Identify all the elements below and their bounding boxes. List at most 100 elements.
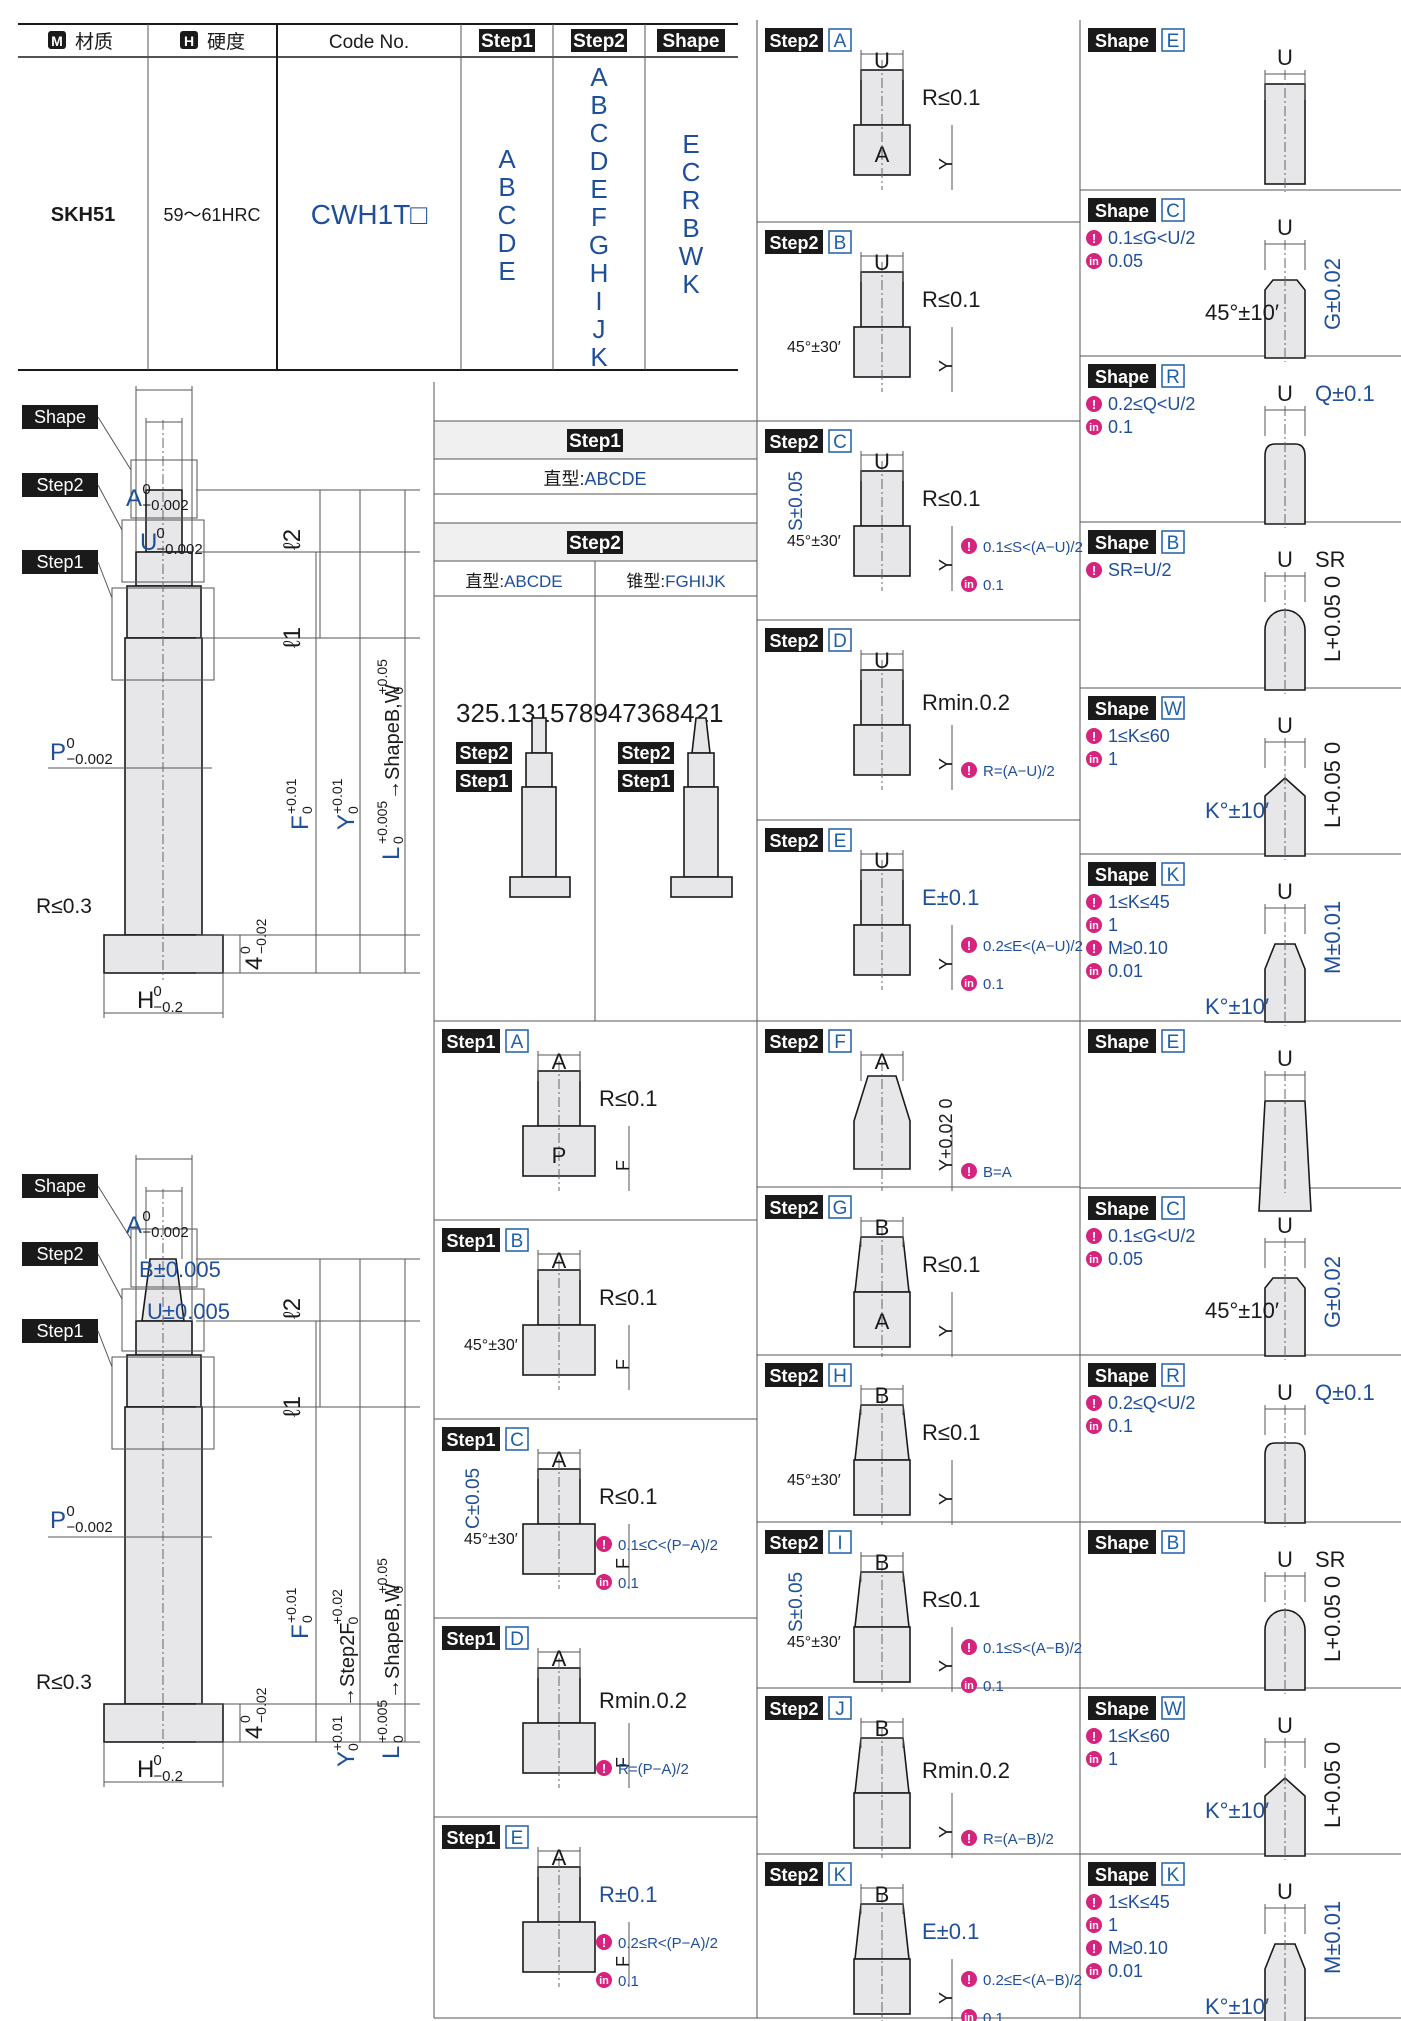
cell-note-text: 0.1 [983,1678,1004,1695]
cell-letter: E [511,1828,524,1849]
cell-label: B [875,1215,890,1240]
part-outline [22,1242,98,1266]
top-U-dim: U [140,529,157,556]
shape-option: C [682,157,701,187]
increment-glyph: in [1089,1254,1099,1266]
caution-icon [596,1760,612,1776]
cell-badge-text: Step1 [446,1828,495,1848]
cell-note-text: R=(A−B)/2 [983,1831,1054,1848]
part-outline [828,828,852,852]
dimension-label: ℓ2 [279,1298,306,1319]
step2-option: A [590,62,608,92]
cell-label: 45°±30′ [464,1337,518,1354]
legend-step2-taper: 锥型:FGHIJK [626,572,726,591]
part-outline [1088,1530,1156,1554]
increment-icon [1086,751,1102,767]
cell-letter: E [1167,1032,1180,1053]
vertical-dimension: ℓ1 [279,1396,306,1417]
part-outline [1088,1862,1156,1886]
line [97,484,123,531]
bottom-P-dim: P [50,1507,66,1534]
straight-pin-illustration [509,717,571,898]
caution-glyph: ! [967,1831,971,1846]
part-outline [765,828,823,852]
part-outline [22,1174,98,1198]
cell-label: M±0.01 [1320,901,1345,974]
top-H-dim: H [137,987,154,1014]
part-outline [505,1626,529,1650]
cell-badge-text: Step2 [769,831,818,851]
cell-note-text: 0.01 [1108,1961,1143,1981]
part-outline [1161,1029,1185,1053]
cell-label: Y [936,758,956,770]
material-value: SKH51 [51,204,115,226]
part-outline [1088,28,1156,52]
cell-label: Rmin.0.2 [599,1688,687,1713]
cell-label: P [552,1143,567,1168]
taper-pin-illustration [670,717,733,898]
increment-glyph: in [1089,754,1099,766]
tolerance-upper: 0 [237,946,253,954]
tolerance-upper: +0.01 [283,778,299,814]
caution-glyph: ! [602,1537,606,1552]
hardness-badge-letter: H [184,33,194,49]
cell-label: L+0.05 0 [1320,742,1345,828]
line [97,561,113,599]
cell-badge-text: Shape [1095,367,1149,387]
cell-label: Y [936,158,956,170]
cell-note-text: R=(A−U)/2 [983,763,1055,780]
cell-label: U [874,48,890,73]
step1-option: E [498,256,515,286]
cell-note-text: 0.2≤E<(A−U)/2 [983,938,1083,955]
cell-label: Y [936,1493,956,1505]
cell-label: U [874,648,890,673]
cell-badge-text: Step2 [769,631,818,651]
cell-badge-text: Step2 [769,1865,818,1885]
cell-label: SR [1315,547,1346,572]
increment-glyph: in [964,579,974,591]
vertical-dimension: ℓ1 [279,627,306,648]
caution-icon [1086,1395,1102,1411]
legend-step2-badge [567,531,623,554]
cell-label: U [1277,1547,1293,1572]
cell-label: 45°±10′ [1205,1298,1279,1323]
tolerance-upper: 0 [153,983,161,1000]
cell-note-text: 1≤K≤45 [1108,892,1170,912]
part-outline [765,628,823,652]
caution-glyph: ! [967,1164,971,1179]
cell-note-text: 1 [1108,749,1118,769]
step2-option: I [595,286,602,316]
caution-glyph: ! [967,938,971,953]
tolerance-lower: −0.002 [66,751,112,768]
line [97,416,132,471]
increment-glyph: in [1089,1920,1099,1932]
cell-label: A [552,1049,567,1074]
increment-icon [961,1677,977,1693]
zone-tag: Shape [34,407,86,427]
step1-option: C [498,200,517,230]
caution-glyph: ! [1092,895,1096,910]
cell-note-text: 0.1 [983,976,1004,993]
part-outline [22,550,98,574]
part-outline [765,230,823,254]
caution-icon [961,762,977,778]
cell-label: Y [936,360,956,372]
cell-label: R≤0.1 [599,1086,658,1111]
caution-icon [1086,396,1102,412]
part-outline [505,1825,529,1849]
part-outline [1088,1196,1156,1220]
caution-icon [1086,728,1102,744]
cell-note-text: 0.1 [1108,1416,1133,1436]
tolerance-upper: +0.05 [374,659,390,695]
increment-icon [1086,1963,1102,1979]
part-outline [1161,1196,1185,1220]
legend-step2-straight: 直型:ABCDE [465,572,562,591]
